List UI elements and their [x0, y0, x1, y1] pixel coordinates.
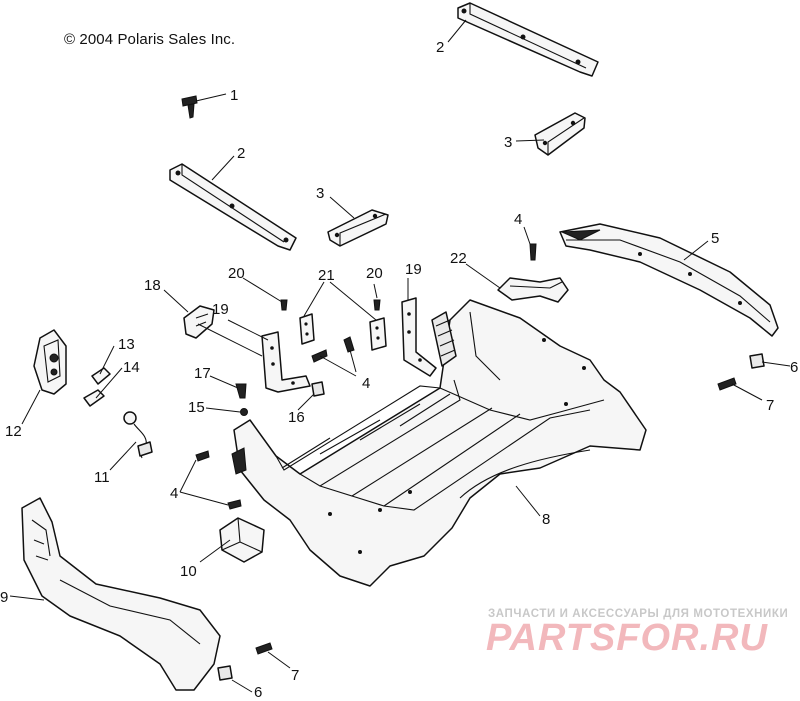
- callout-15: 15: [188, 399, 205, 416]
- callout-12: 12: [5, 423, 22, 440]
- part-5-rear-trim: [559, 223, 779, 337]
- callout-6-right: 6: [790, 359, 798, 376]
- callout-4-left: 4: [170, 485, 178, 502]
- leader-lines: [9, 19, 791, 693]
- callout-6-bottom: 6: [254, 684, 262, 701]
- part-19-bracket-left: [261, 331, 311, 393]
- callout-2-mid: 2: [237, 145, 245, 162]
- part-20-pins: [280, 299, 381, 311]
- callout-22: 22: [450, 250, 467, 267]
- part-2-upper-bracket: [457, 2, 599, 77]
- part-22-bracket: [497, 277, 569, 303]
- callout-1: 1: [230, 87, 238, 104]
- callout-10: 10: [180, 563, 197, 580]
- part-17-screw: [235, 383, 247, 399]
- callout-labels: 1 2 2 3 3 4 4 4 5 6 6 7 7 8 9 10 11 12 1…: [0, 39, 798, 701]
- callout-8: 8: [542, 511, 550, 528]
- callout-3-right: 3: [504, 134, 512, 151]
- callout-21: 21: [318, 267, 335, 284]
- callout-17: 17: [194, 365, 211, 382]
- part-16-clip: [311, 381, 325, 397]
- watermark-brand: PARTSFOR.RU: [486, 617, 768, 659]
- part-10-bracket: [219, 517, 265, 563]
- part-7-screws: [255, 377, 737, 655]
- part-3-bracket-left: [327, 209, 389, 247]
- part-9-side-trim: [21, 497, 221, 691]
- callout-20-left: 20: [228, 265, 245, 282]
- callout-16: 16: [288, 409, 305, 426]
- part-3-bracket-right: [534, 112, 586, 156]
- callout-11: 11: [94, 469, 110, 486]
- callout-19-left: 19: [212, 301, 229, 318]
- part-11-harness: [123, 411, 153, 459]
- callout-9: 9: [0, 589, 8, 606]
- callout-13: 13: [118, 336, 135, 353]
- callout-2-top: 2: [436, 39, 444, 56]
- part-6-nuts: [217, 353, 765, 681]
- part-19-bracket-right: [401, 297, 437, 377]
- callout-7-bottom: 7: [291, 667, 299, 684]
- callout-20-right: 20: [366, 265, 383, 282]
- part-2-lower-bracket: [169, 163, 297, 251]
- callout-3-left: 3: [316, 185, 324, 202]
- watermark-tagline: ЗАПЧАСТИ И АКСЕССУАРЫ ДЛЯ МОТОТЕХНИКИ: [488, 608, 789, 620]
- part-12-tail-light: [33, 329, 67, 395]
- callout-5: 5: [711, 230, 719, 247]
- callout-7-right: 7: [766, 397, 774, 414]
- part-21-plates: [299, 313, 387, 351]
- callout-19-right: 19: [405, 261, 422, 278]
- callout-14: 14: [123, 359, 140, 376]
- callout-4-top: 4: [514, 211, 522, 228]
- callout-4-mid: 4: [362, 375, 370, 392]
- part-4-screws: [195, 243, 537, 510]
- part-13-bulb: [91, 367, 111, 385]
- part-15-nut: [240, 408, 248, 416]
- part-1-screw: [181, 95, 198, 119]
- copyright-text: © 2004 Polaris Sales Inc.: [64, 31, 236, 48]
- callout-18: 18: [144, 277, 161, 294]
- part-8-rear-fender: [231, 299, 647, 587]
- part-18-bracket: [183, 305, 215, 339]
